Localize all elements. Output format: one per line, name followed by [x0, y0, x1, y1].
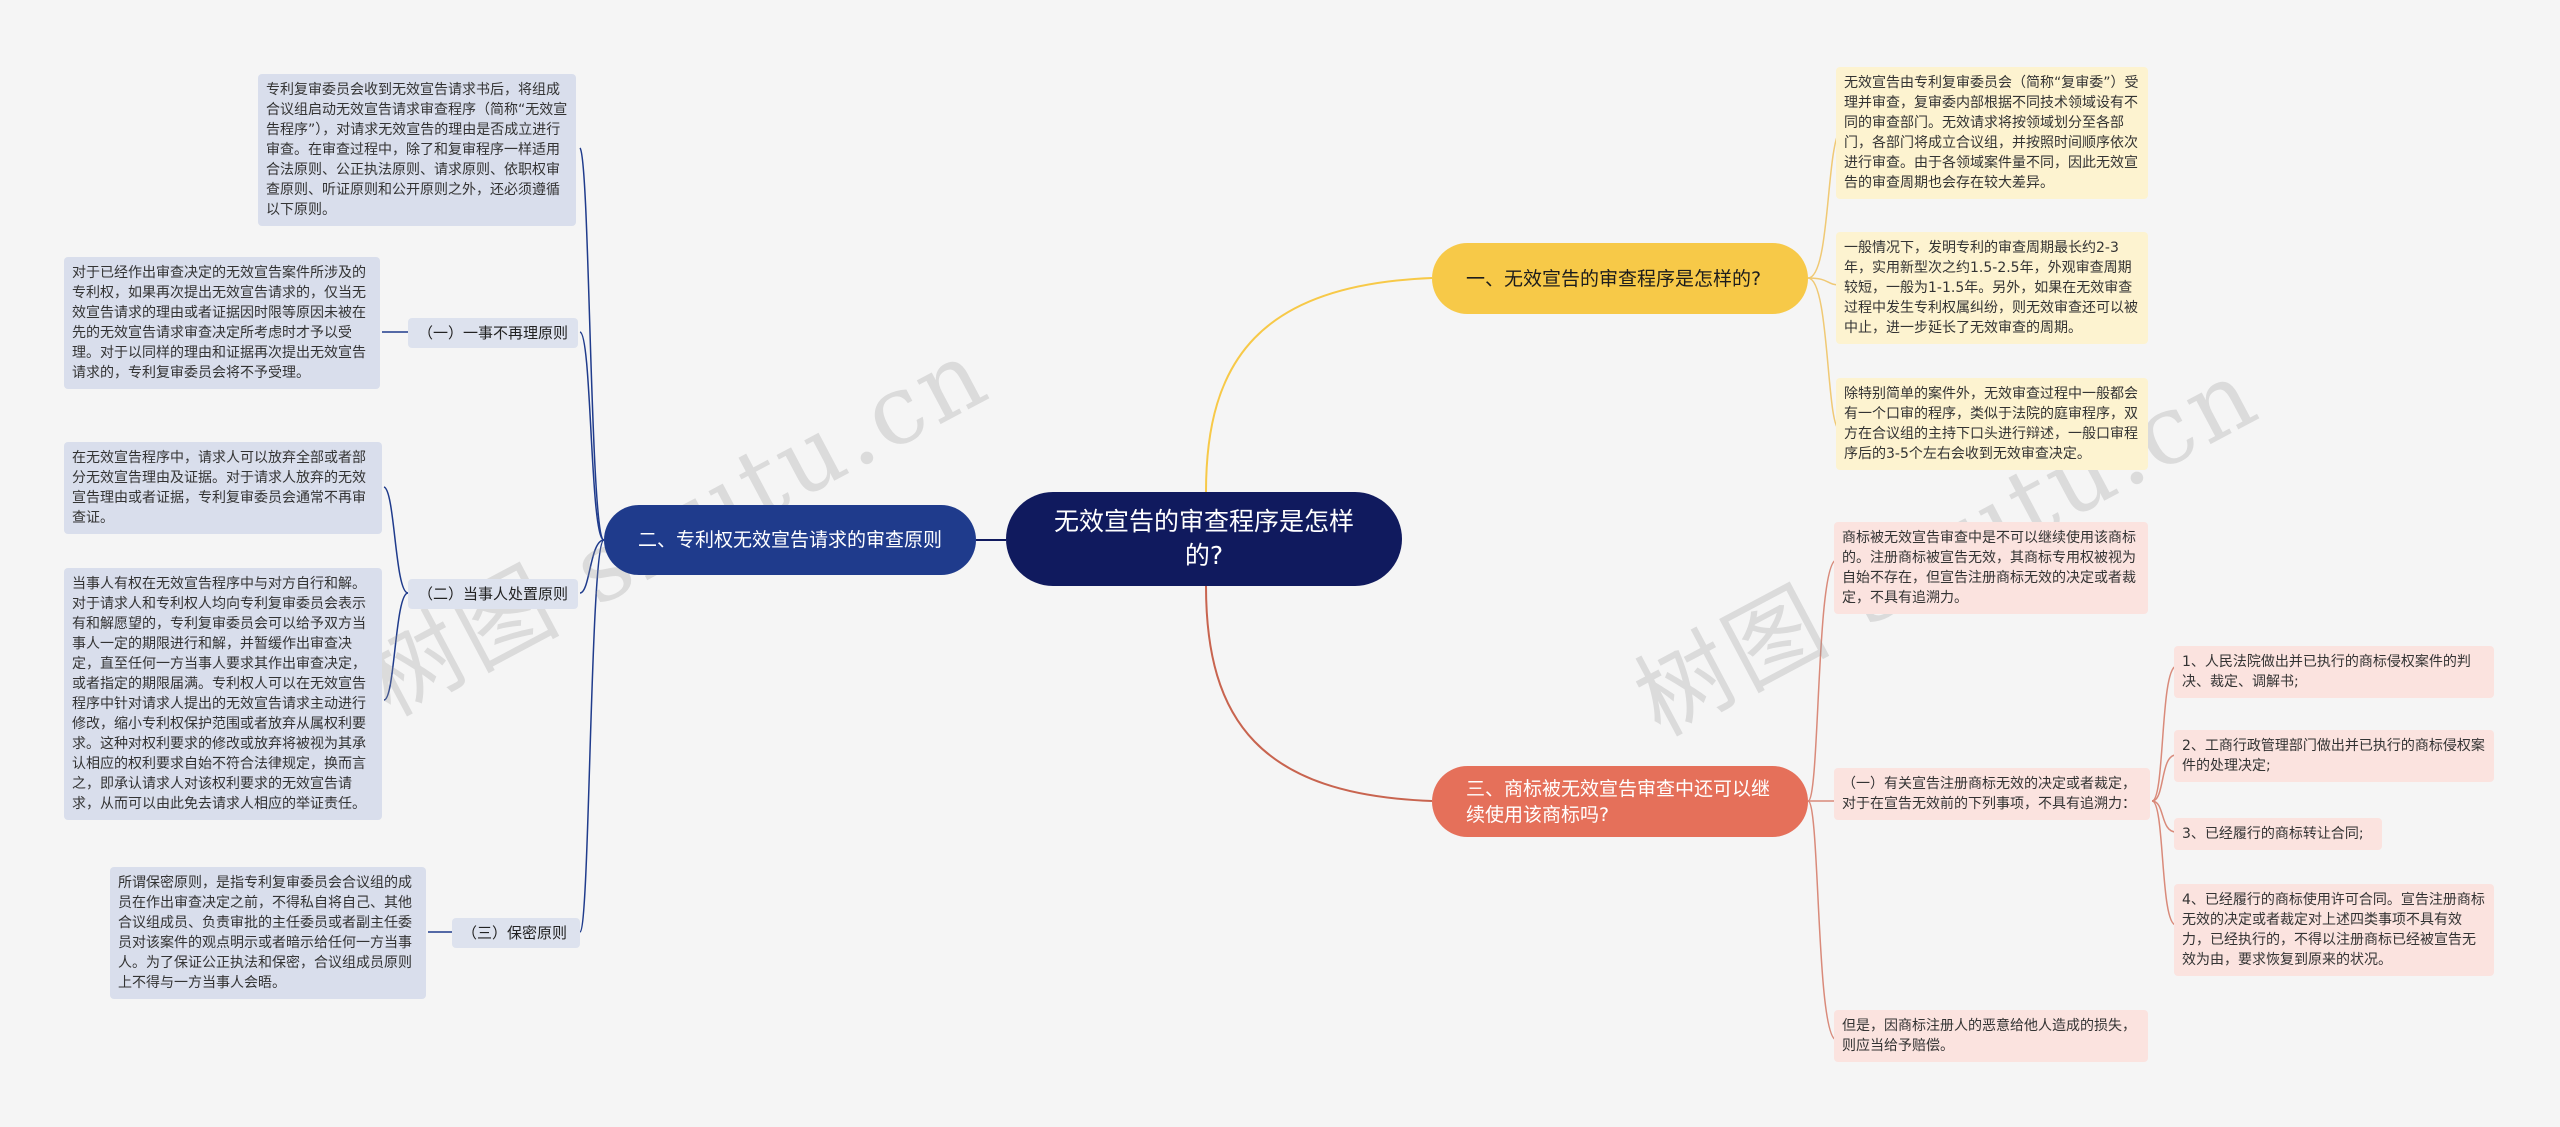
sub-party-disposition[interactable]: （二）当事人处置原则	[408, 579, 578, 609]
leaf-trademark-1[interactable]: 商标被无效宣告审查中是不可以继续使用该商标的。注册商标被宣告无效，其商标专用权被…	[1834, 522, 2148, 614]
leaf-trademark-item-2[interactable]: 2、工商行政管理部门做出并已执行的商标侵权案件的处理决定;	[2174, 730, 2494, 782]
branch-review-procedure[interactable]: 一、无效宣告的审查程序是怎样的?	[1432, 243, 1808, 314]
branch-review-principles[interactable]: 二、专利权无效宣告请求的审查原则	[604, 505, 976, 575]
leaf-procedure-1[interactable]: 无效宣告由专利复审委员会（简称“复审委”）受理并审查，复审委内部根据不同技术领域…	[1836, 67, 2148, 199]
leaf-procedure-2[interactable]: 一般情况下，发明专利的审查周期最长约2-3年，实用新型次之约1.5-2.5年，外…	[1836, 232, 2148, 344]
leaf-trademark-item-3[interactable]: 3、已经履行的商标转让合同;	[2174, 818, 2382, 850]
leaf-no-double-jeopardy[interactable]: 对于已经作出审查决定的无效宣告案件所涉及的专利权，如果再次提出无效宣告请求的，仅…	[64, 257, 380, 389]
leaf-trademark-item-1[interactable]: 1、人民法院做出并已执行的商标侵权案件的判决、裁定、调解书;	[2174, 646, 2494, 698]
sub-confidentiality[interactable]: （三）保密原则	[452, 918, 580, 948]
leaf-confidentiality[interactable]: 所谓保密原则，是指专利复审委员会合议组的成员在作出审查决定之前，不得私自将自己、…	[110, 867, 426, 999]
leaf-party-disposition-1[interactable]: 在无效宣告程序中，请求人可以放弃全部或者部分无效宣告理由及证据。对于请求人放弃的…	[64, 442, 382, 534]
leaf-trademark-sub[interactable]: （一）有关宣告注册商标无效的决定或者裁定，对于在宣告无效前的下列事项，不具有追溯…	[1834, 768, 2150, 820]
branch-trademark-use[interactable]: 三、商标被无效宣告审查中还可以继续使用该商标吗?	[1432, 766, 1808, 837]
leaf-procedure-3[interactable]: 除特别简单的案件外，无效审查过程中一般都会有一个口审的程序，类似于法院的庭审程序…	[1836, 378, 2148, 470]
leaf-trademark-item-4[interactable]: 4、已经履行的商标使用许可合同。宣告注册商标无效的决定或者裁定对上述四类事项不具…	[2174, 884, 2494, 976]
leaf-party-disposition-2[interactable]: 当事人有权在无效宣告程序中与对方自行和解。对于请求人和专利权人均向专利复审委员会…	[64, 568, 382, 820]
leaf-trademark-2[interactable]: 但是，因商标注册人的恶意给他人造成的损失，则应当给予赔偿。	[1834, 1010, 2148, 1062]
central-topic[interactable]: 无效宣告的审查程序是怎样的?	[1006, 492, 1402, 586]
leaf-principles-intro[interactable]: 专利复审委员会收到无效宣告请求书后，将组成合议组启动无效宣告请求审查程序（简称“…	[258, 74, 576, 226]
sub-no-double-jeopardy[interactable]: （一）一事不再理原则	[408, 318, 578, 348]
